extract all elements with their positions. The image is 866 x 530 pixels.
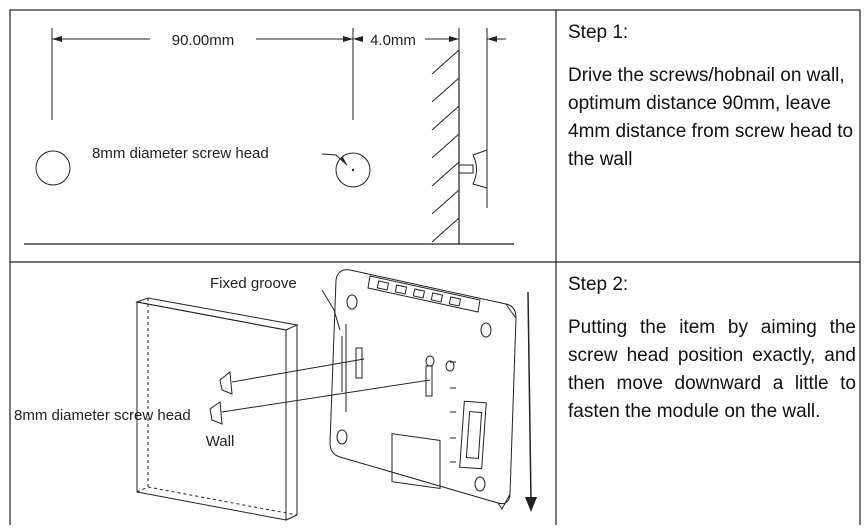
wall-label: Wall bbox=[206, 433, 235, 450]
step2-body: Putting the item by aiming the screw hea… bbox=[568, 317, 856, 422]
dimension-90mm-label: 90.00mm bbox=[172, 32, 235, 49]
screw-head-label: 8mm diameter screw head bbox=[92, 145, 269, 162]
step1-body: Drive the screws/hobnail on wall, optimu… bbox=[568, 65, 854, 170]
step2-screw-label: 8mm diameter screw head bbox=[14, 407, 191, 424]
device-module bbox=[329, 269, 517, 510]
fixed-groove-label: Fixed groove bbox=[210, 275, 297, 292]
step2-text-cell: Step 2: Putting the item by aiming the s… bbox=[556, 262, 860, 525]
down-arrow bbox=[527, 291, 532, 503]
wall-hatching bbox=[431, 49, 460, 243]
step1-diagram: 90.00mm 4.0mm 8mm diameter screw head bbox=[24, 28, 514, 245]
screw-head-right bbox=[335, 152, 371, 188]
step2-diagram-cell: Wall 8mm diameter screw head Fixed groov… bbox=[10, 262, 556, 525]
step2-title: Step 2: bbox=[568, 274, 629, 295]
screw-icons bbox=[209, 371, 233, 425]
dimension-4mm-label: 4.0mm bbox=[370, 32, 416, 49]
step1-title: Step 1: bbox=[568, 22, 629, 43]
step1-diagram-cell: 90.00mm 4.0mm 8mm diameter screw head bbox=[10, 10, 556, 262]
screw-head-left bbox=[35, 150, 71, 186]
wall-block bbox=[135, 297, 299, 521]
step1-text-cell: Step 1: Drive the screws/hobnail on wall… bbox=[556, 10, 860, 262]
step2-diagram: Wall 8mm diameter screw head Fixed groov… bbox=[14, 269, 537, 521]
screw-side-view bbox=[458, 149, 488, 189]
